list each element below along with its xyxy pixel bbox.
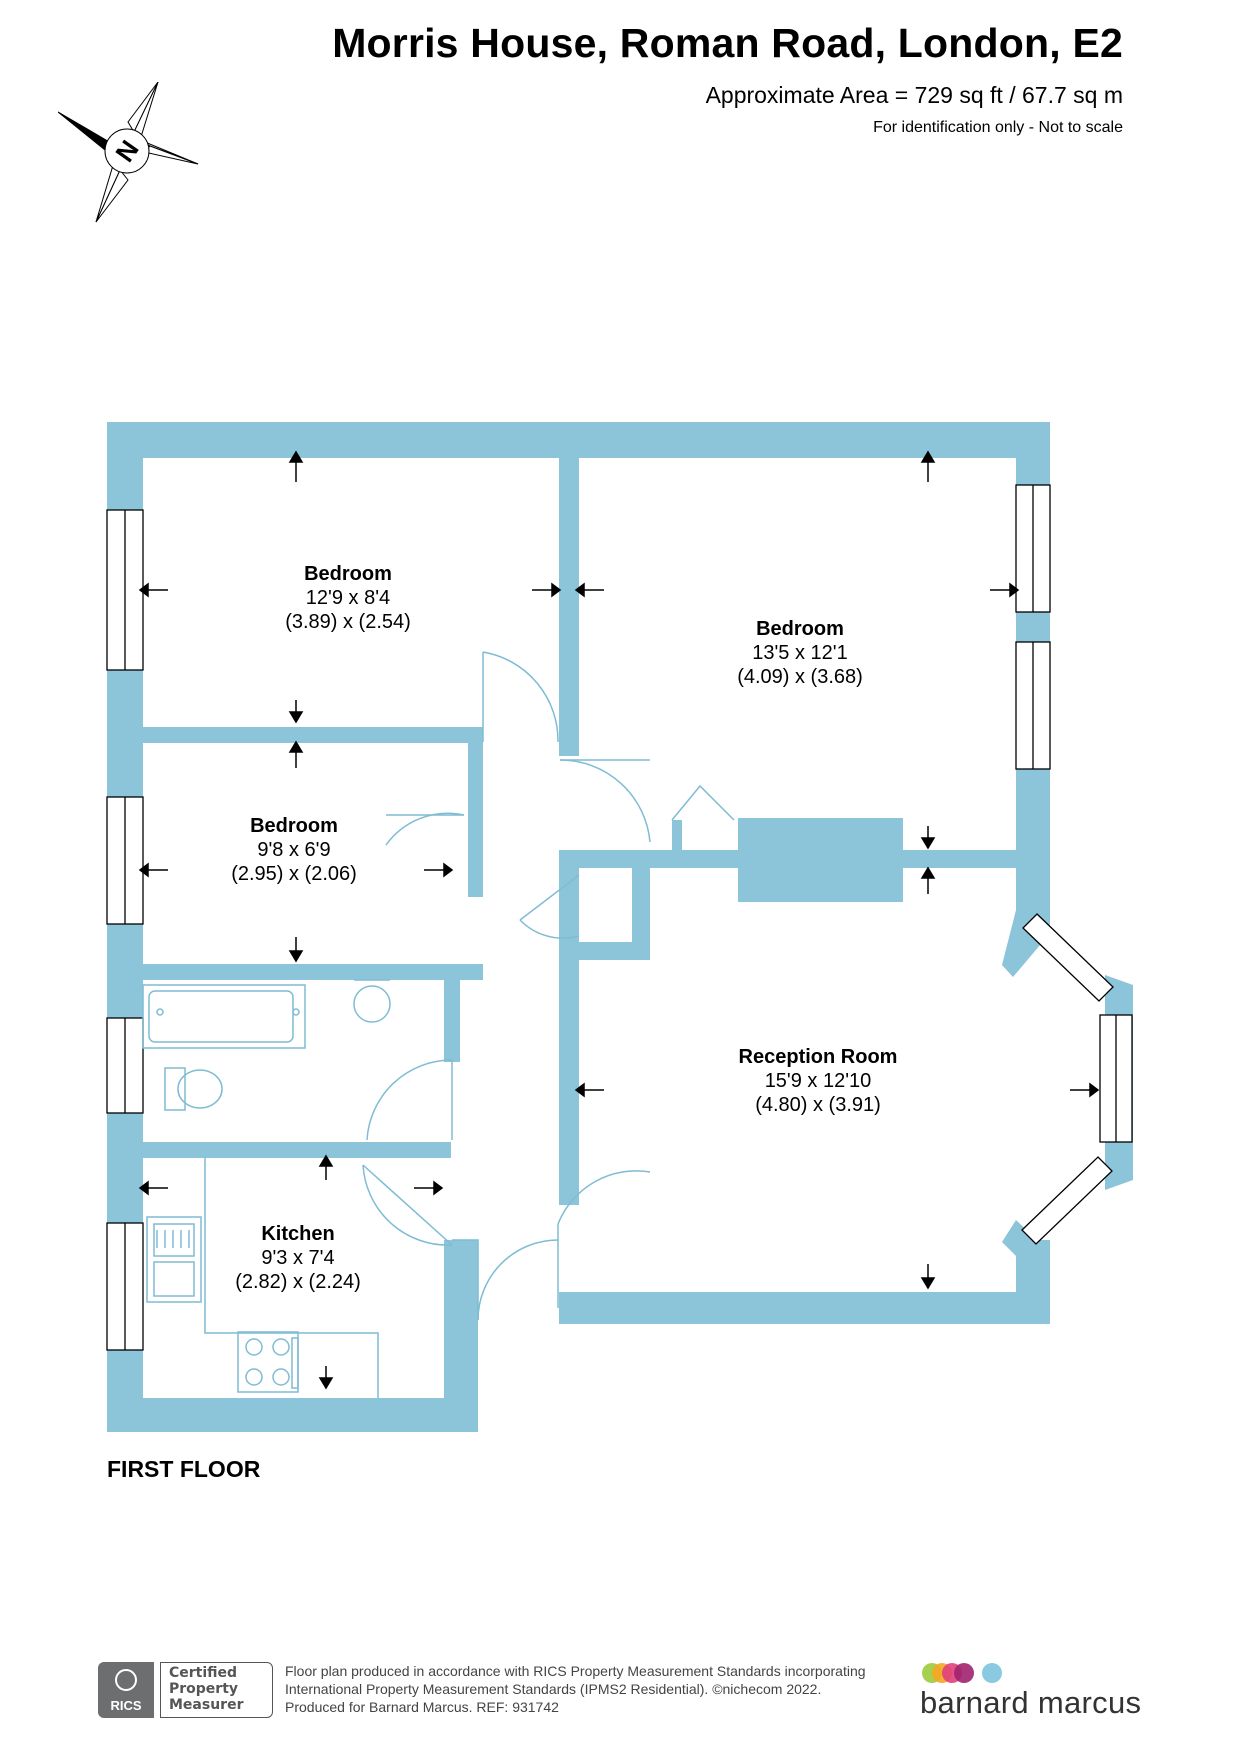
rics-cert-line: Certified	[169, 1665, 238, 1681]
disclaimer-note: For identification only - Not to scale	[873, 119, 1123, 136]
rics-certified-logo: RICS Certified Property Measurer	[98, 1662, 273, 1718]
room-name: Reception Room	[738, 1046, 898, 1068]
room-name: Bedroom	[304, 563, 392, 585]
room-dims-imperial: 9'8 x 6'9	[257, 839, 331, 861]
room-dims-imperial: 15'9 x 12'10	[764, 1070, 872, 1092]
room-label-bedroom-2: Bedroom 13'5 x 12'1 (4.09) x (3.68)	[737, 617, 863, 689]
footer-line: Floor plan produced in accordance with R…	[285, 1663, 866, 1679]
room-dims-imperial: 9'3 x 7'4	[261, 1247, 335, 1269]
property-title: Morris House, Roman Road, London, E2	[332, 20, 1123, 66]
room-dims-metric: (3.89) x (2.54)	[285, 611, 411, 633]
walls	[107, 422, 1133, 1432]
room-dims-metric: (2.95) x (2.06)	[231, 863, 357, 885]
floor-label: FIRST FLOOR	[107, 1456, 261, 1482]
room-label-kitchen: Kitchen 9'3 x 7'4 (2.82) x (2.24)	[235, 1222, 361, 1294]
room-label-bedroom-3: Bedroom 9'8 x 6'9 (2.95) x (2.06)	[231, 814, 357, 886]
room-name: Bedroom	[756, 618, 844, 640]
room-dims-imperial: 13'5 x 12'1	[752, 642, 848, 664]
brand-logo: barnard marcus	[920, 1663, 1142, 1723]
brand-dots-icon	[922, 1663, 1022, 1685]
room-name: Kitchen	[261, 1223, 335, 1245]
approximate-area: Approximate Area = 729 sq ft / 67.7 sq m	[705, 82, 1123, 108]
room-label-reception: Reception Room 15'9 x 12'10 (4.80) x (3.…	[739, 1045, 898, 1117]
rics-lion-icon	[115, 1669, 137, 1691]
doors	[362, 651, 735, 1321]
measurement-arrows	[138, 450, 1100, 1390]
room-dims-metric: (4.09) x (3.68)	[737, 666, 863, 688]
footer-line: International Property Measurement Stand…	[285, 1681, 822, 1697]
rics-cert-line: Property	[169, 1681, 239, 1697]
rics-cert-line: Measurer	[169, 1697, 244, 1713]
room-label-bedroom-1: Bedroom 12'9 x 8'4 (3.89) x (2.54)	[285, 562, 411, 634]
rics-badge: RICS	[98, 1662, 154, 1718]
room-name: Bedroom	[250, 815, 338, 837]
room-dims-metric: (2.82) x (2.24)	[235, 1271, 361, 1293]
fixtures	[142, 979, 391, 1398]
rics-badge-text: RICS	[110, 1698, 142, 1713]
footer-disclaimer: Floor plan produced in accordance with R…	[285, 1662, 866, 1716]
compass-north-icon: N	[58, 82, 199, 223]
brand-name: barnard marcus	[920, 1685, 1142, 1720]
room-dims-metric: (4.80) x (3.91)	[755, 1094, 881, 1116]
windows	[106, 484, 1133, 1351]
rics-cert-text: Certified Property Measurer	[160, 1662, 273, 1718]
footer-line: Produced for Barnard Marcus. REF: 931742	[285, 1699, 559, 1715]
room-dims-imperial: 12'9 x 8'4	[305, 587, 391, 609]
